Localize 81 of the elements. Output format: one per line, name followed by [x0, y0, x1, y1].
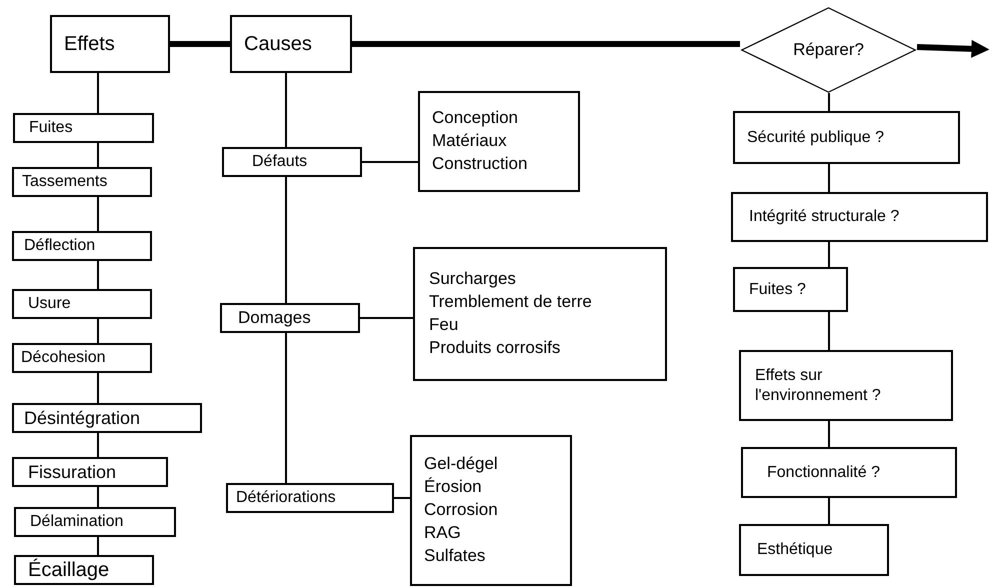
process-box — [220, 303, 360, 333]
box-label: Détériorations — [236, 488, 336, 508]
box-label: Fissuration — [28, 460, 116, 484]
box-label: Décohesion — [21, 348, 106, 368]
list-item: Feu — [429, 314, 458, 336]
connector-line — [828, 242, 830, 267]
list-item: Matériaux — [432, 130, 507, 152]
list-item: Gel-dégel — [424, 453, 498, 476]
process-box — [739, 524, 889, 576]
connector-line — [285, 333, 287, 483]
connector-line — [97, 373, 99, 403]
box-label: Fuites — [29, 118, 73, 138]
arrow — [916, 40, 990, 58]
process-box — [222, 147, 362, 177]
box-label: Désintégration — [24, 406, 140, 430]
decision-diamond — [740, 7, 917, 93]
connector-line — [828, 93, 830, 111]
process-box — [12, 457, 168, 487]
list-item: Érosion — [424, 476, 482, 498]
connector-line — [97, 261, 99, 289]
process-box — [733, 111, 960, 164]
connector-line — [360, 317, 413, 319]
list-item: Surcharges — [429, 268, 516, 290]
list-item: Sulfates — [424, 544, 486, 567]
process-box — [12, 289, 152, 319]
connector-line — [362, 161, 418, 163]
connector-line — [97, 143, 99, 167]
list-box — [418, 91, 580, 192]
list-item: Corrosion — [424, 499, 498, 522]
list-item: Tremblement de terre — [429, 291, 592, 314]
box-label: Effets sur l'environnement ? — [755, 366, 882, 406]
connector-line — [828, 164, 830, 192]
list-box — [410, 435, 572, 586]
list-box — [413, 247, 667, 381]
connector-line — [828, 312, 830, 350]
box-label: Délamination — [30, 512, 124, 532]
connector-line — [828, 421, 830, 447]
list-item: Conception — [432, 107, 518, 130]
box-label: Tassements — [22, 172, 108, 192]
process-box — [12, 231, 152, 261]
process-box — [733, 267, 848, 312]
process-box — [739, 350, 953, 421]
box-label: Défauts — [252, 152, 308, 172]
connector-line — [97, 537, 99, 555]
process-box — [13, 113, 154, 143]
box-label: Déflection — [24, 236, 96, 256]
box-label: Réparer? — [793, 39, 864, 61]
connector-line — [352, 41, 740, 47]
process-box — [12, 167, 152, 197]
process-box — [731, 192, 988, 242]
box-label: Usure — [28, 294, 71, 314]
connector-line — [97, 197, 99, 231]
process-box — [12, 403, 202, 433]
connector-line — [97, 319, 99, 343]
box-label: Domages — [238, 307, 311, 329]
process-box — [12, 343, 152, 373]
box-label: Écaillage — [28, 558, 110, 582]
list-item: Construction — [432, 152, 528, 175]
process-box — [230, 15, 352, 73]
process-box — [741, 447, 957, 498]
connector-line — [285, 73, 287, 147]
box-label: Effets — [64, 32, 115, 56]
box-label: Sécurité publique ? — [747, 128, 884, 148]
box-label: Fonctionnalité ? — [767, 462, 880, 482]
box-label: Causes — [244, 32, 312, 56]
connector-line — [97, 487, 99, 507]
box-label: Intégrité structurale ? — [749, 207, 900, 227]
box-label: Esthétique — [757, 540, 833, 560]
connector-line — [97, 73, 99, 113]
connector-line — [394, 497, 410, 499]
list-item: RAG — [424, 522, 461, 544]
connector-line — [285, 177, 287, 303]
list-item: Produits corrosifs — [429, 336, 560, 359]
connector-line — [828, 498, 830, 524]
process-box — [226, 483, 394, 513]
connector-line — [97, 433, 99, 457]
connector-line — [170, 41, 230, 47]
process-box — [14, 555, 154, 585]
process-box — [50, 15, 170, 73]
process-box — [14, 507, 176, 537]
box-label: Fuites ? — [749, 280, 806, 300]
